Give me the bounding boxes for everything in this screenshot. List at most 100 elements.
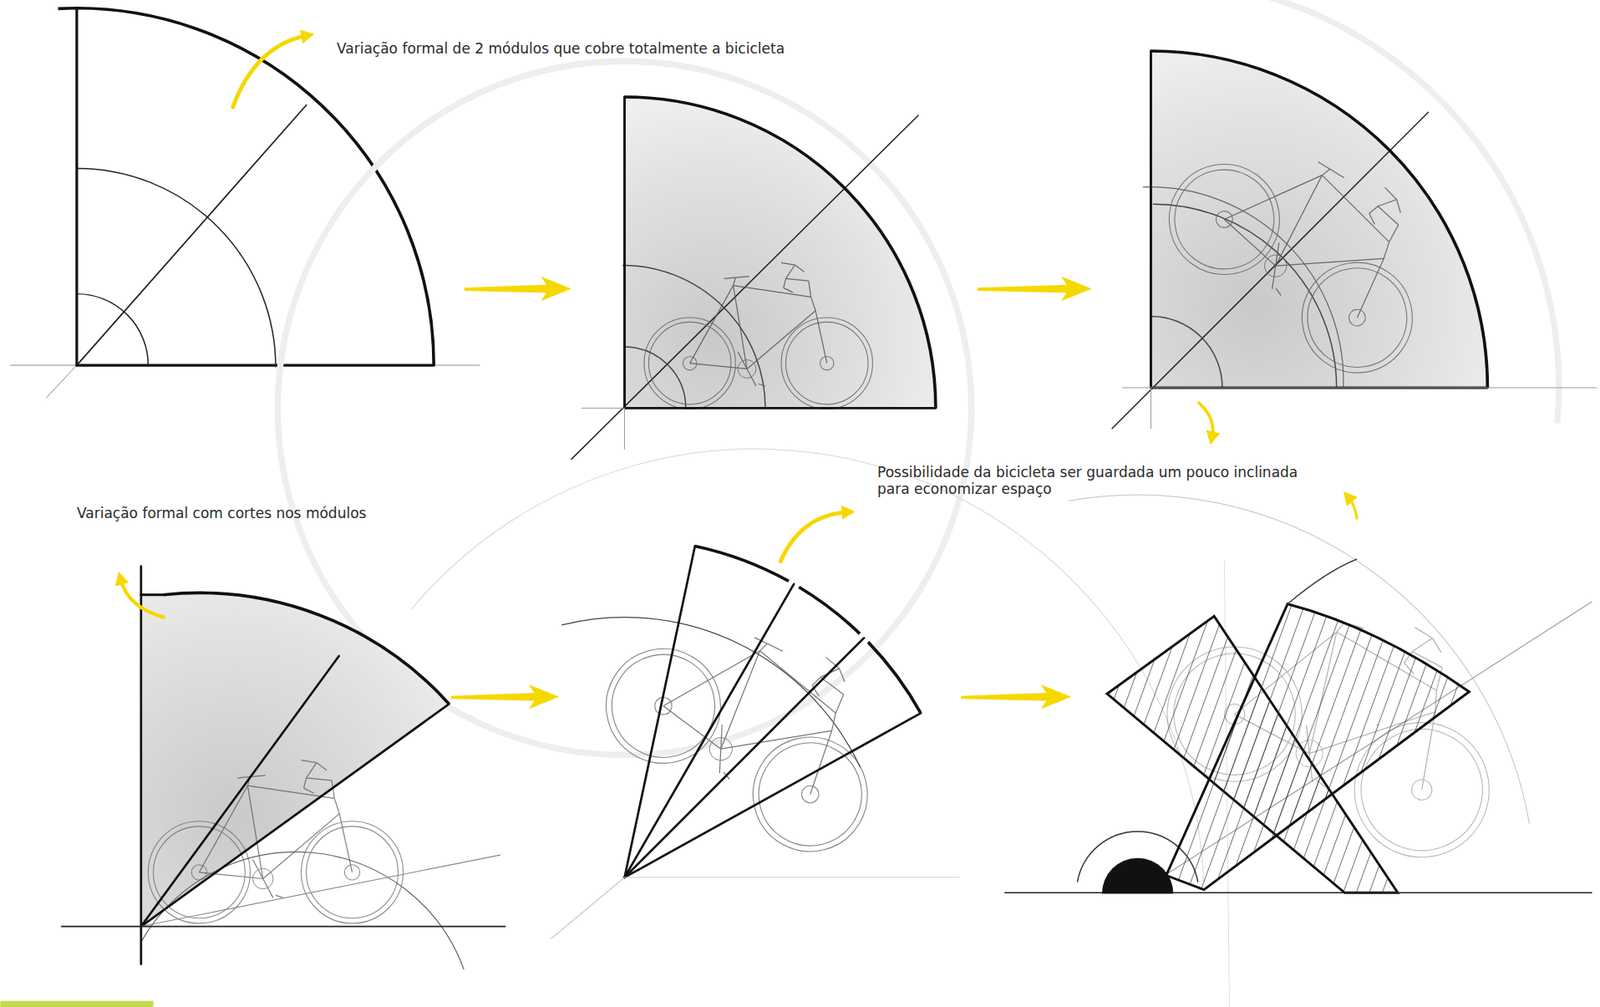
bicycle-frame <box>1224 143 1322 250</box>
bicycle-frame <box>797 730 844 794</box>
bicycle-frame <box>815 310 828 364</box>
arc-line <box>1142 187 1344 388</box>
callout-arrow-shaft <box>233 35 307 107</box>
annotation-note: Possibilidade da bicicleta ser guardada … <box>877 464 1331 498</box>
callout-arrow-head <box>1206 430 1221 445</box>
module-outline <box>141 655 340 927</box>
flow-arrow-shaft <box>960 692 1049 701</box>
callout-arrow <box>780 505 855 562</box>
bicycle-frame <box>1274 288 1283 296</box>
bicycle-frame <box>827 712 841 731</box>
flow-arrow-shaft <box>977 284 1070 294</box>
bicycle-frame <box>663 622 761 734</box>
arc-line <box>561 617 860 768</box>
module-outline <box>624 406 936 410</box>
callout-arrow-shaft <box>780 512 847 562</box>
flow-arrow-shaft <box>464 284 549 294</box>
guide-line <box>45 365 77 398</box>
bicycle-frame <box>1376 206 1400 225</box>
arc-line <box>1153 203 1337 388</box>
arc-line <box>76 167 276 367</box>
panel-3 <box>1080 0 1597 445</box>
guide-line <box>1122 386 1597 388</box>
arc-line <box>76 294 148 366</box>
panel-1 <box>10 8 481 398</box>
callout-arrow <box>1198 402 1221 445</box>
bicycle-frame <box>1263 265 1285 290</box>
callout-arrow <box>1343 491 1358 519</box>
bicycle-frame <box>1266 242 1288 266</box>
bicycle-frame <box>300 760 316 763</box>
bicycle-frame <box>263 813 341 879</box>
guide-line <box>551 877 625 939</box>
bicycle-frame <box>758 383 766 387</box>
faint-guide <box>411 448 1204 882</box>
bicycle-frame <box>1275 209 1384 315</box>
bicycle-frame <box>1386 224 1401 243</box>
bicycle-frame <box>1379 242 1394 260</box>
hatched-module <box>1166 604 1470 890</box>
guide-line <box>624 876 960 878</box>
bicycle-frame <box>1383 187 1399 199</box>
module-outline <box>163 592 450 704</box>
bicycle-sketch <box>1147 89 1474 396</box>
module-outline <box>141 593 164 596</box>
bicycle-frame <box>833 694 846 713</box>
bicycle-crank <box>737 360 757 379</box>
callout-arrow-head <box>299 30 315 45</box>
bicycle-frame <box>783 287 793 292</box>
bicycle-frame <box>690 285 734 364</box>
bicycle-frame <box>794 264 804 272</box>
callout-arrow <box>115 571 164 618</box>
arc-line <box>624 346 686 408</box>
bicycle-frame <box>710 748 732 773</box>
guide-line <box>581 407 625 409</box>
guide-line <box>1150 387 1152 429</box>
bicycle-frame <box>1346 258 1395 318</box>
bicycle-frame <box>783 278 787 288</box>
bicycle-wheel <box>798 782 823 806</box>
bicycle-frame <box>711 724 732 749</box>
flow-arrow-head <box>1041 684 1072 709</box>
bicycle-frame <box>808 280 812 297</box>
bicycle-frame <box>198 785 248 873</box>
bicycle-frame <box>1413 627 1434 639</box>
callout-arrow-head <box>1343 491 1358 507</box>
bicycle-frame <box>253 859 264 879</box>
module-outline <box>139 566 143 965</box>
flow-arrow-head <box>1061 276 1093 301</box>
annotation-note: Variação formal de 2 módulos que cobre t… <box>336 40 848 58</box>
bicycle-frame <box>759 641 767 652</box>
bicycle-frame <box>339 813 352 873</box>
flow-arrow <box>960 684 1072 709</box>
module-outline <box>1150 50 1488 388</box>
bicycle-crank <box>253 868 274 889</box>
module-outline <box>75 8 78 366</box>
module-outline <box>623 96 626 408</box>
bicycle-sketch <box>644 262 873 409</box>
bicycle-frame <box>724 276 750 280</box>
bicycle-frame <box>746 368 757 387</box>
bicycle-frame <box>733 285 812 298</box>
bicycle-wheel <box>739 723 881 865</box>
guide-line <box>624 407 625 449</box>
guide-line <box>141 854 501 926</box>
bicycle-wheel <box>1346 305 1370 330</box>
bicycle-frame <box>733 277 737 286</box>
bicycle-frame <box>706 650 775 750</box>
bicycle-frame <box>1428 637 1445 652</box>
module-outline <box>624 637 865 878</box>
bicycle-frame <box>746 310 816 370</box>
bicycle-frame <box>721 685 833 793</box>
bicycle-wheel <box>1287 248 1427 387</box>
module-fill <box>141 592 450 926</box>
bicycle-wheel <box>786 321 869 404</box>
module-outline <box>76 363 434 366</box>
bicycle-frame <box>733 285 747 370</box>
accent-bar <box>0 1000 153 1007</box>
bicycle-frame <box>247 785 263 879</box>
bicycle-frame <box>304 777 307 788</box>
bicycle-frame <box>316 762 327 771</box>
